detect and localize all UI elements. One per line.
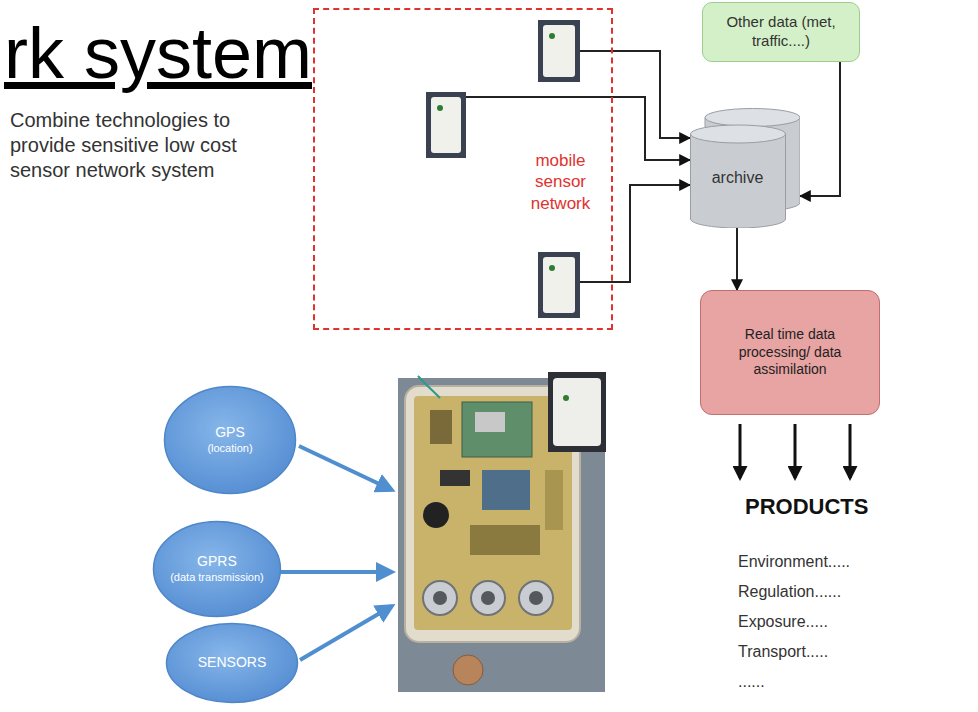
cylinder-shape [690,108,800,228]
node-text: SENSORS [198,654,266,672]
text-group: Other data (met, traffic....) [711,13,851,51]
list-item: Transport..... [738,643,828,661]
list-item: Environment..... [738,553,850,571]
network-region: mobile sensor network [313,8,613,330]
section-heading: PRODUCTS [745,494,868,520]
list-item: Exposure..... [738,613,828,631]
connector-arrow [613,51,690,138]
data-source-box: Other data (met, traffic....) [702,2,860,62]
text-group: GPS(location) [207,424,252,455]
process-box: Real time data processing/ data assimila… [700,290,880,415]
node-text: mobile sensor network [513,150,608,214]
sensor-icon [538,20,580,82]
archive-cylinder: archive [690,108,800,228]
text-group: Real time data processing/ data assimila… [726,326,854,379]
node-text: Real time data processing/ data assimila… [726,326,854,379]
text-group: GPRS(data transmission) [170,553,264,584]
connector-arrow [800,62,840,196]
slide-title: rk system [4,12,312,95]
device-photo [398,372,606,692]
sensor-icon [426,92,466,158]
technology-ellipse: GPS(location) [163,385,297,495]
text-group: SENSORS [198,654,266,672]
sensor-icon [538,252,580,318]
node-text: Other data (met, traffic....) [711,13,851,51]
node-text: GPRS [170,553,264,571]
connector-arrow [613,185,690,282]
node-subtext: (data transmission) [170,571,264,585]
product-arrow [740,424,850,478]
description-text: Combine technologies to provide sensitiv… [10,108,275,183]
text-group: archive [690,168,785,188]
node-subtext: (location) [207,442,252,456]
technology-arrow [280,446,392,660]
connector-arrow [613,97,690,160]
technology-ellipse: SENSORS [165,622,299,704]
sensor-wire [466,51,613,282]
node-text: GPS [207,424,252,442]
node-text: archive [690,168,785,188]
technology-ellipse: GPRS(data transmission) [152,520,282,618]
list-item: ...... [738,673,765,691]
list-item: Regulation...... [738,583,841,601]
text-group: mobile sensor network [513,150,608,214]
connector-arrow [736,228,738,290]
